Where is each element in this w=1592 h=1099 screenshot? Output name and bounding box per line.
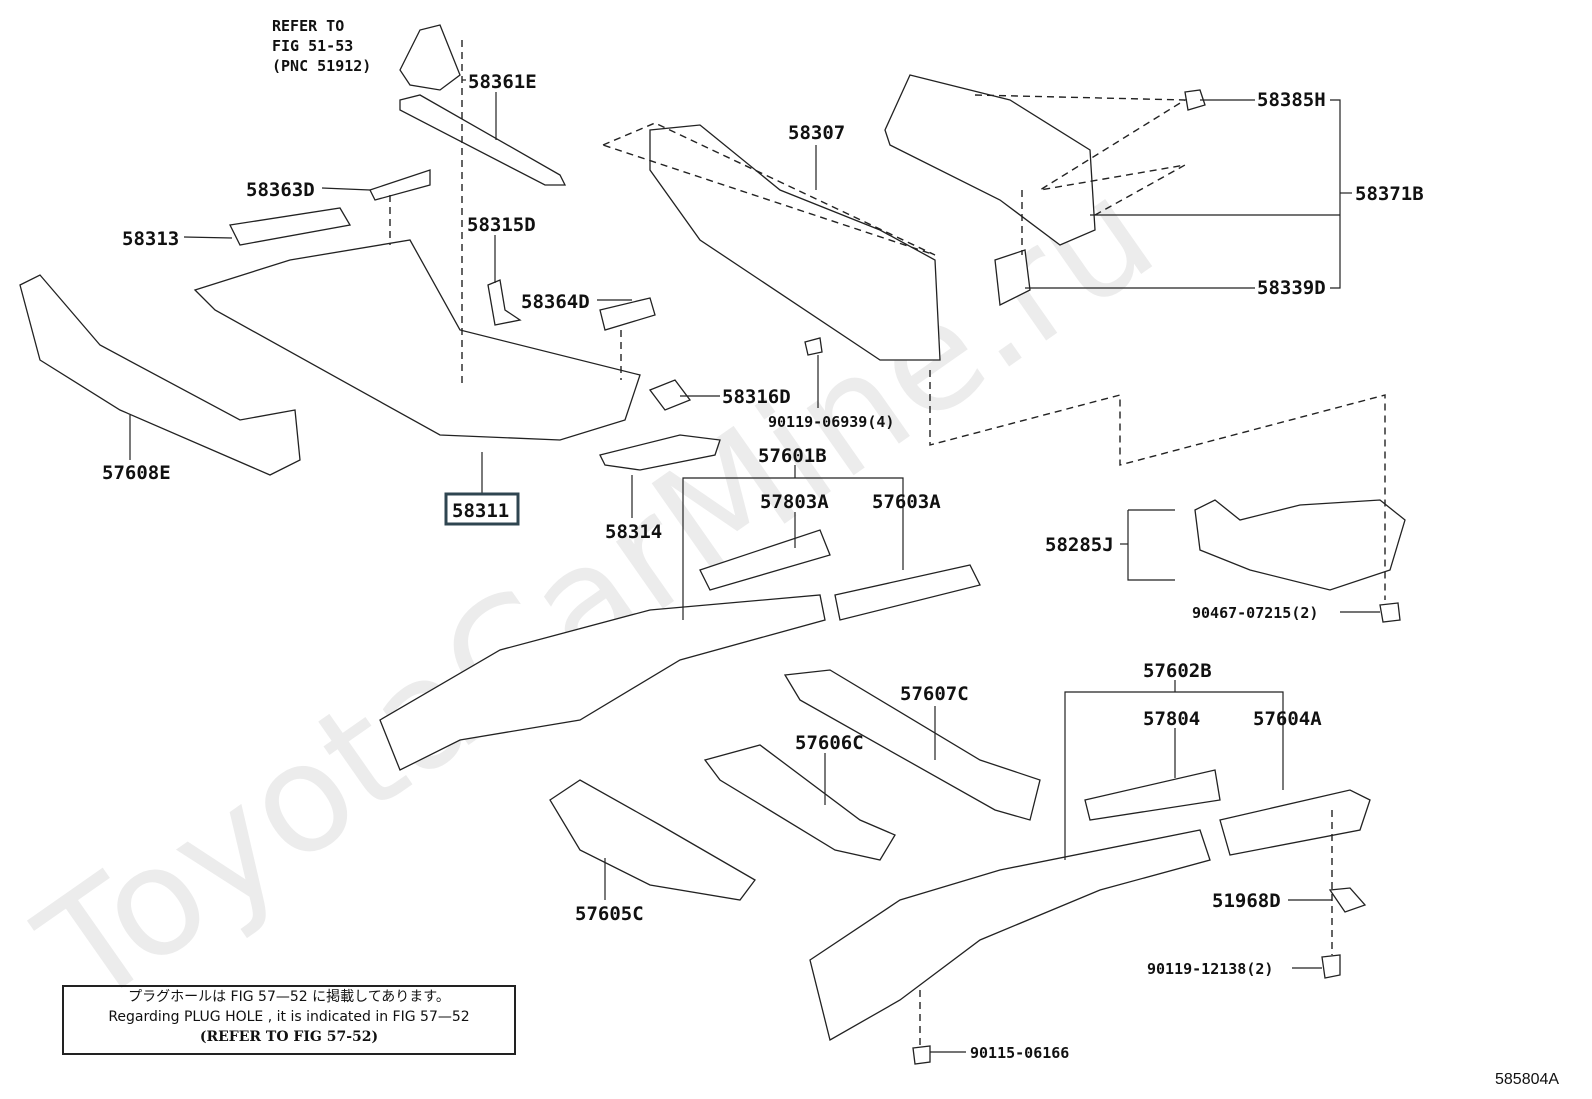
label-58311[interactable]: 58311 — [452, 500, 509, 522]
label-57608E[interactable]: 57608E — [102, 462, 171, 484]
clip-90467-07215 — [1379, 602, 1401, 623]
part-58311-floor — [193, 239, 641, 441]
part-57604A — [1219, 789, 1371, 856]
diagram-id: 585804A — [1495, 1071, 1559, 1088]
bolt-90115-06166 — [912, 1045, 931, 1065]
part-outlines — [19, 24, 1406, 1065]
label-58313[interactable]: 58313 — [122, 228, 179, 250]
part-58339D — [994, 249, 1031, 306]
label-58363D[interactable]: 58363D — [246, 179, 315, 201]
part-labels: REFER TO FIG 51-53 (PNC 51912) 58361E 58… — [102, 17, 1559, 1088]
part-51968D — [1328, 887, 1367, 913]
part-58307 — [649, 124, 941, 361]
part-57602B-rail — [809, 829, 1211, 1041]
label-51968D[interactable]: 51968D — [1212, 890, 1281, 912]
label-57603A[interactable]: 57603A — [872, 491, 941, 513]
part-58314 — [599, 434, 721, 471]
bolt-90119-12138 — [1321, 954, 1341, 979]
label-57605C[interactable]: 57605C — [575, 903, 644, 925]
refer-line-2: FIG 51-53 — [272, 37, 353, 55]
part-58315D — [487, 279, 522, 326]
part-57601B-rail — [379, 594, 826, 771]
part-57804 — [1084, 769, 1221, 821]
label-90119-06939[interactable]: 90119-06939(4) — [768, 413, 894, 431]
part-58313 — [229, 207, 352, 246]
part-58371B-panel — [884, 74, 1096, 246]
note-japanese: プラグホールは FIG 57—52 に掲載してあります。 — [128, 989, 450, 1005]
label-57602B[interactable]: 57602B — [1143, 660, 1212, 682]
label-57804[interactable]: 57804 — [1143, 708, 1200, 730]
part-58385H — [1184, 89, 1206, 111]
label-58307[interactable]: 58307 — [788, 122, 845, 144]
label-57604A[interactable]: 57604A — [1253, 708, 1322, 730]
label-58371B[interactable]: 58371B — [1355, 183, 1424, 205]
part-58316D — [648, 379, 692, 411]
label-58364D[interactable]: 58364D — [521, 291, 590, 313]
part-58363D — [369, 169, 431, 201]
note-english: Regarding PLUG HOLE , it is indicated in… — [108, 1009, 470, 1025]
label-57601B[interactable]: 57601B — [758, 445, 827, 467]
label-58316D[interactable]: 58316D — [722, 386, 791, 408]
label-58385H[interactable]: 58385H — [1257, 89, 1326, 111]
plug-hole-note: プラグホールは FIG 57—52 に掲載してあります。 Regarding P… — [62, 985, 516, 1055]
leader-lines — [129, 79, 1380, 1053]
highlight-box — [444, 492, 520, 526]
label-57803A[interactable]: 57803A — [760, 491, 829, 513]
part-58364D — [599, 297, 656, 331]
label-58315D[interactable]: 58315D — [467, 214, 536, 236]
part-51912-bracket — [399, 24, 461, 91]
dashed-guides — [389, 40, 1386, 1045]
part-57608E — [19, 274, 301, 476]
note-refer[interactable]: (REFER TO FIG 57-52) — [199, 1029, 379, 1045]
label-90467-07215[interactable]: 90467-07215(2) — [1192, 604, 1318, 622]
part-57606C — [703, 744, 896, 861]
label-57607C[interactable]: 57607C — [900, 683, 969, 705]
label-58339D[interactable]: 58339D — [1257, 277, 1326, 299]
part-57605C — [549, 779, 756, 901]
part-57607C — [783, 669, 1041, 821]
label-58314[interactable]: 58314 — [605, 521, 662, 543]
part-57603A — [834, 564, 981, 621]
label-90119-12138[interactable]: 90119-12138(2) — [1147, 960, 1273, 978]
refer-line-3: (PNC 51912) — [272, 57, 371, 75]
refer-line-1: REFER TO — [272, 17, 344, 35]
label-57606C[interactable]: 57606C — [795, 732, 864, 754]
part-58285J — [1194, 499, 1406, 591]
label-58285J[interactable]: 58285J — [1045, 534, 1114, 556]
part-58361E — [399, 94, 567, 186]
bolt-90119-06939 — [804, 337, 823, 356]
label-90115-06166[interactable]: 90115-06166 — [970, 1044, 1069, 1062]
part-57803A — [699, 529, 831, 591]
label-58361E[interactable]: 58361E — [468, 71, 537, 93]
